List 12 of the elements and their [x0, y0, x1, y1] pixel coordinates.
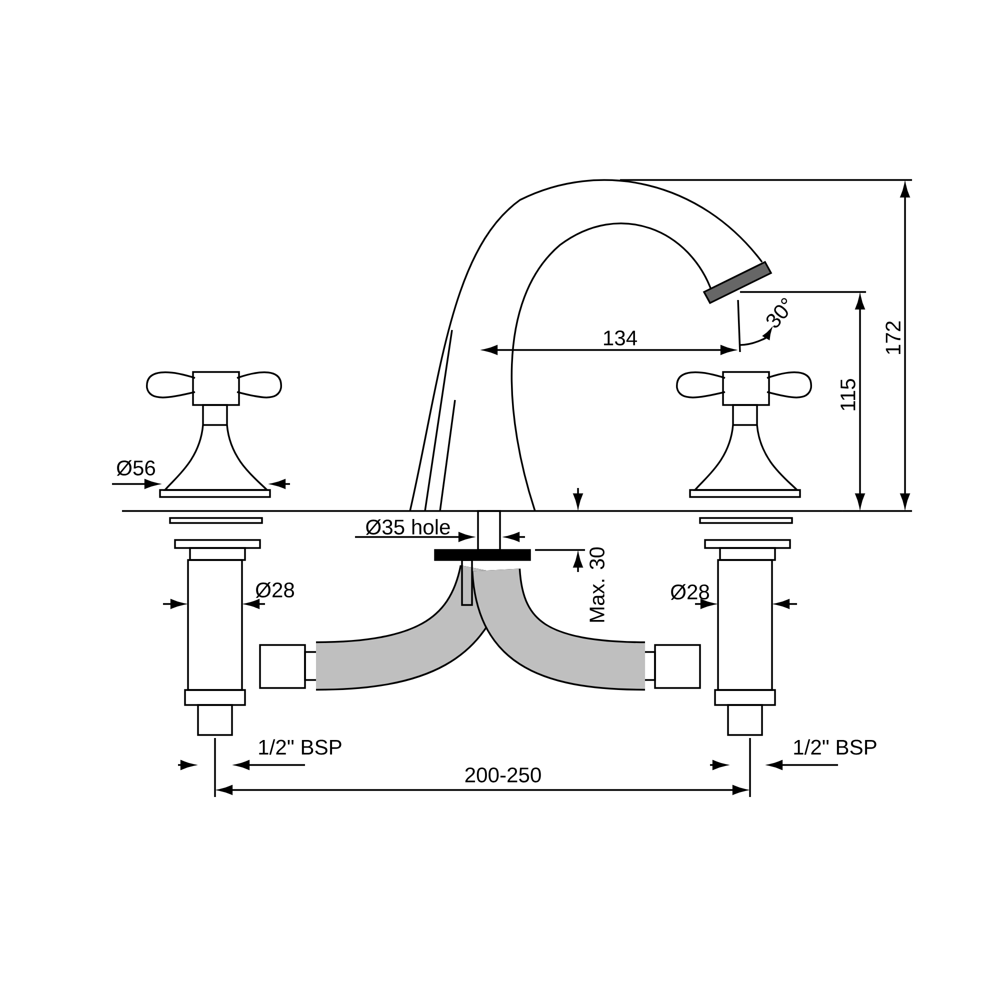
- dimension-label: Max. 30: [590, 547, 604, 622]
- dimension-label: Ø28: [256, 582, 294, 598]
- dimension-label: Ø28: [670, 584, 710, 600]
- dimension-label: 30°: [766, 298, 788, 328]
- dimension-label: 115: [840, 379, 856, 410]
- dimension-label: 200-250: [465, 768, 541, 782]
- dimension-label: Ø56: [116, 460, 155, 476]
- dimension-label: 134: [604, 330, 637, 346]
- dimension-label: 172: [886, 321, 900, 354]
- dimension-label: 1/2" BSP: [794, 739, 876, 755]
- dimension-label: Ø35 hole: [366, 519, 450, 535]
- dimension-label: 1/2" BSP: [259, 739, 342, 755]
